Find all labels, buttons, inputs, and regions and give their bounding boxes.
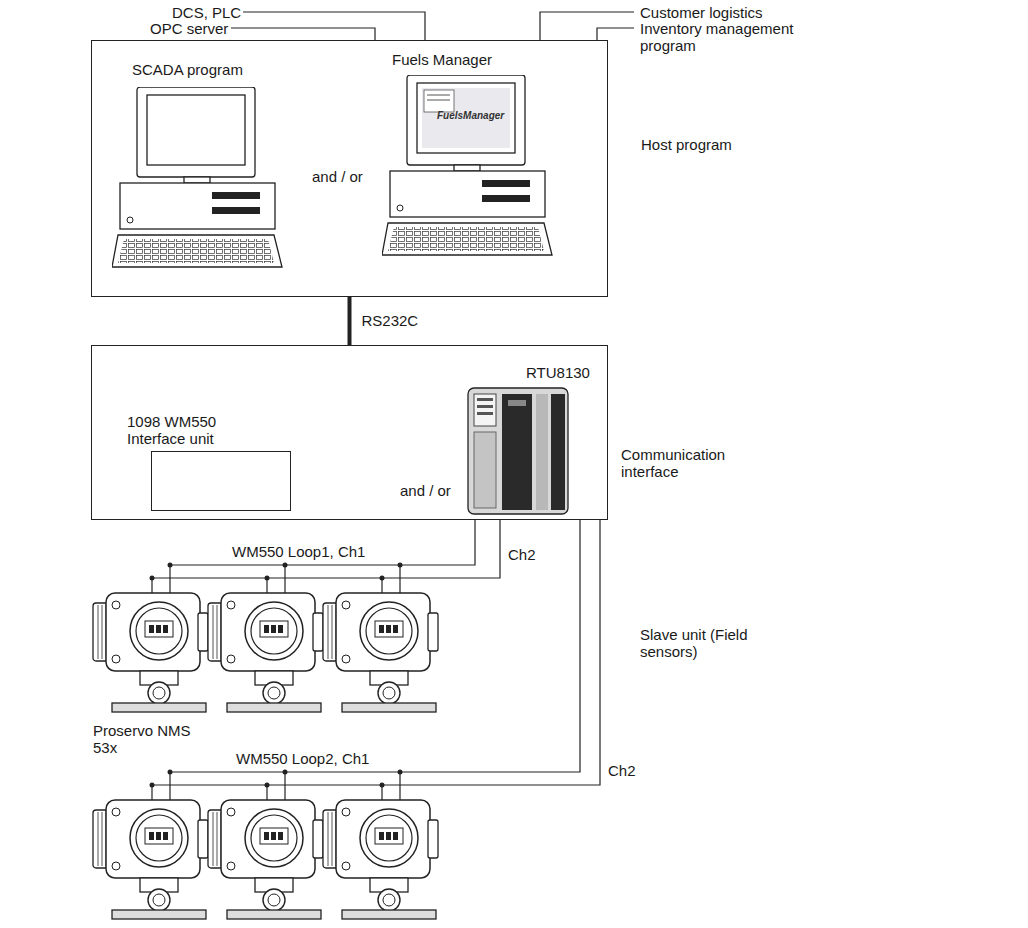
serial-link <box>348 297 352 345</box>
annotation-label: Customer logistics <box>640 4 763 21</box>
computer-illustration <box>466 386 571 519</box>
computer-illustration <box>382 75 557 278</box>
annotation-label: Ch2 <box>508 546 536 563</box>
interface-unit-box: 1098 WM550 Interface unit <box>151 451 291 511</box>
leader-lines <box>231 12 634 40</box>
annotation-label: WM550 Loop2, Ch1 <box>236 750 369 767</box>
computer-illustration <box>112 87 287 290</box>
field-sensors <box>93 593 438 919</box>
node-label: 1098 WM550 Interface unit <box>127 413 237 448</box>
edge-label: RS232C <box>362 312 419 329</box>
node-label: RTU8130 <box>526 364 590 381</box>
annotation-label: WM550 Loop1, Ch1 <box>232 543 365 560</box>
rtu-device: RTU8130 <box>466 386 571 516</box>
annotation-label: Slave unit (Field sensors) <box>640 626 780 661</box>
annotation-label: Ch2 <box>608 762 636 779</box>
annotation-label: DCS, PLC <box>172 4 241 21</box>
loop-wiring <box>152 520 600 801</box>
annotation-label: OPC server <box>150 20 228 37</box>
annotation-label: Inventory management program <box>640 20 840 55</box>
node-label: Host program <box>641 136 791 153</box>
node-label: Communication interface <box>621 446 741 481</box>
communication-interface-box: Communication interface1098 WM550 Interf… <box>91 345 608 520</box>
annotation-label: Proservo NMS 53x <box>93 722 193 757</box>
annotation-label: and / or <box>400 482 451 499</box>
node-label: SCADA program <box>132 61 243 78</box>
screen-text: FuelsManager <box>437 110 504 122</box>
fuels-manager-computer: Fuels Manager <box>382 51 557 283</box>
scada-computer: SCADA program <box>112 61 287 286</box>
annotation-label: and / or <box>312 168 363 185</box>
node-label: Fuels Manager <box>392 51 492 68</box>
